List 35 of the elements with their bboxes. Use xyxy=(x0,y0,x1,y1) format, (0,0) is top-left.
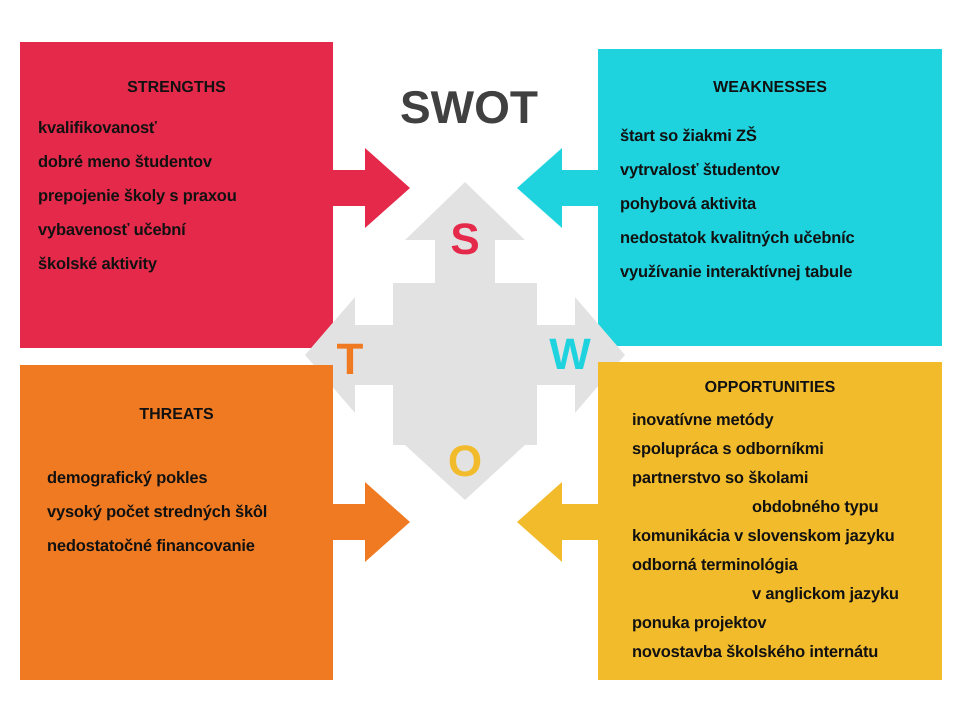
list-item: vysoký počet stredných škôl xyxy=(47,503,268,522)
letter: O xyxy=(448,440,482,484)
arrow xyxy=(333,148,410,228)
letter: W xyxy=(549,333,591,377)
letter: S xyxy=(450,218,480,262)
list-item: vybavenosť učební xyxy=(38,221,186,240)
list-item: spolupráca s odborníkmi xyxy=(632,439,824,460)
list-item: školské aktivity xyxy=(38,255,157,274)
list-item: inovatívne metódy xyxy=(632,410,774,431)
list-item: nedostatok kvalitných učebníc xyxy=(620,229,854,248)
list-item: komunikácia v slovenskom jazyku xyxy=(632,526,895,547)
list-item: využívanie interaktívnej tabule xyxy=(620,263,852,282)
arrow xyxy=(517,148,598,228)
list-item: pohybová aktivita xyxy=(620,195,756,214)
list-item: demografický pokles xyxy=(47,469,208,488)
list-item: prepojenie školy s praxou xyxy=(38,187,237,206)
list-item: dobré meno študentov xyxy=(38,153,212,172)
list-item: nedostatočné financovanie xyxy=(47,537,255,556)
list-item: novostavba školského internátu xyxy=(632,642,878,663)
title: SWOT xyxy=(400,80,538,134)
list-item: ponuka projektov xyxy=(632,613,766,634)
list-item: štart so žiakmi ZŠ xyxy=(620,127,757,146)
arrow xyxy=(333,482,410,562)
weaknesses-panel xyxy=(598,49,942,346)
list-item: vytrvalosť študentov xyxy=(620,161,780,180)
panel-heading: WEAKNESSES xyxy=(712,79,828,97)
panel-heading: OPPORTUNITIES xyxy=(704,379,836,397)
strengths-panel xyxy=(20,42,333,348)
letter: T xyxy=(336,338,364,382)
arrow xyxy=(517,482,598,562)
opportunities-panel xyxy=(598,362,942,680)
panel-heading: STRENGTHS xyxy=(126,79,227,97)
panel-heading: THREATS xyxy=(138,406,215,424)
threats-panel xyxy=(20,365,333,680)
list-item: kvalifikovanosť xyxy=(38,119,157,138)
